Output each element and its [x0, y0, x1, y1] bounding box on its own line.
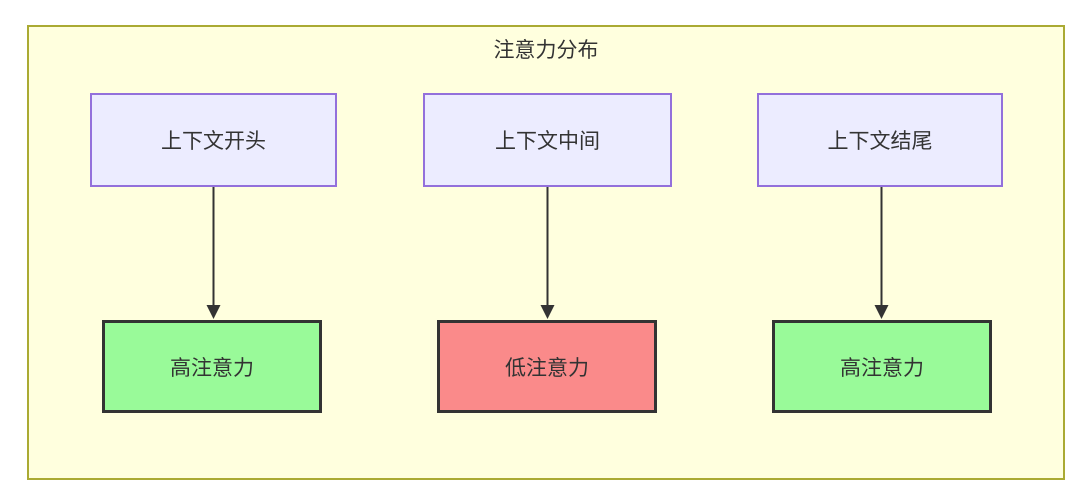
node-low-attention-middle: 低注意力: [437, 320, 657, 413]
node-context-middle: 上下文中间: [423, 93, 672, 187]
node-context-start: 上下文开头: [90, 93, 337, 187]
node-high-attention-right: 高注意力: [772, 320, 992, 413]
node-high-attention-left: 高注意力: [102, 320, 322, 413]
diagram-title: 注意力分布: [493, 39, 599, 62]
node-context-end: 上下文结尾: [757, 93, 1003, 187]
